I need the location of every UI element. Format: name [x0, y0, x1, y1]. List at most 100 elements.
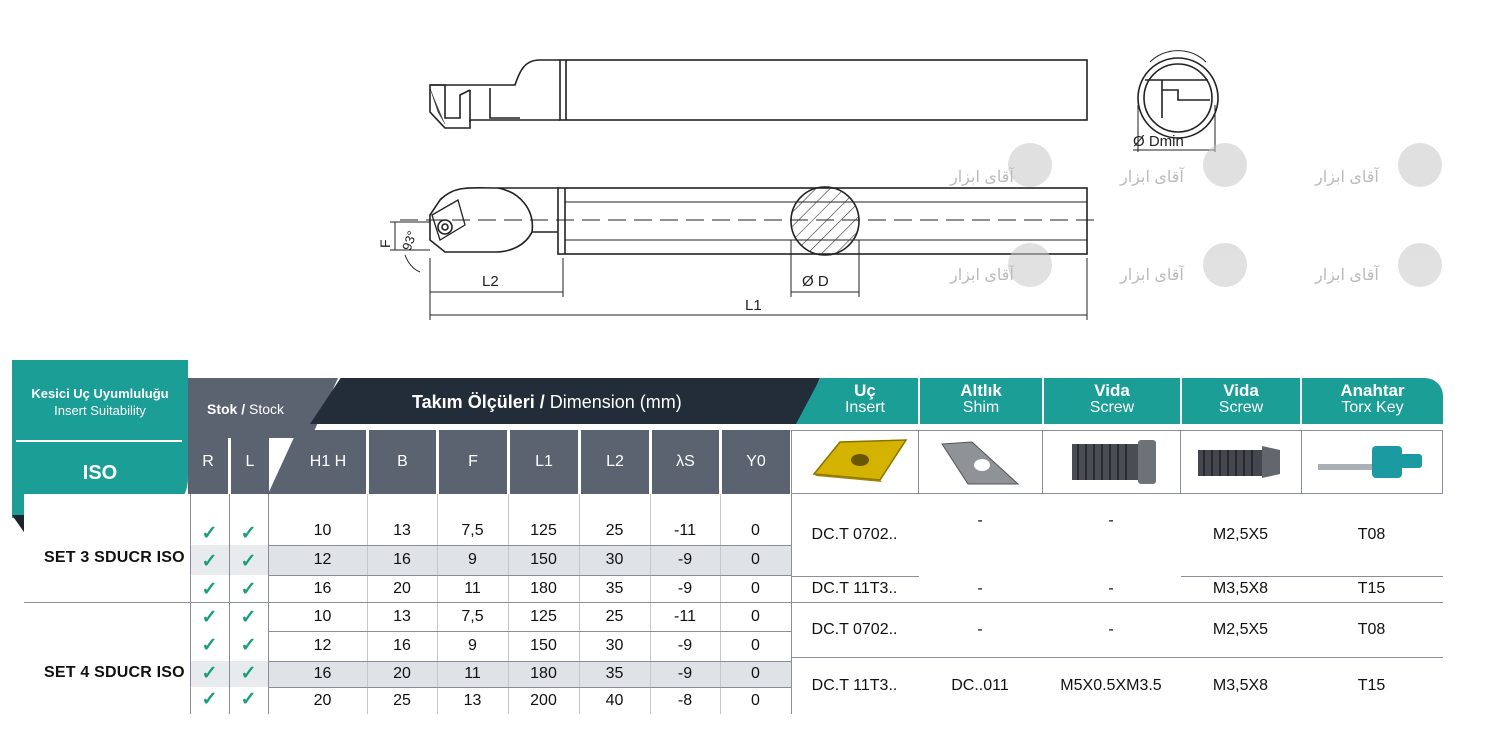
shim-cell: -: [977, 620, 983, 638]
watermark-text: آقای ابزار: [949, 264, 1015, 284]
dimension-cell: 20: [313, 691, 332, 709]
shim-cell: DC..011: [951, 676, 1009, 694]
set-3-label: SET 3 SDUCR ISO: [44, 549, 185, 566]
dimension-cell: 16: [313, 665, 332, 682]
insert-image: [812, 439, 908, 482]
dimension-cell: -9: [677, 551, 693, 568]
check-icon: ✓: [201, 662, 218, 684]
dimension-cell: 7,5: [461, 607, 484, 625]
cross-section: [790, 186, 860, 256]
dimension-cell: 0: [751, 637, 760, 654]
dmin-label: Ø Dmin: [1133, 133, 1184, 150]
stock-header: [188, 378, 338, 438]
watermark-text: آقای ابزار: [1119, 166, 1185, 186]
dimension-cell: -11: [674, 607, 696, 625]
check-icon: ✓: [201, 634, 218, 656]
col-header-y0: Y0: [722, 430, 790, 494]
insert-cell: DC.T 11T3..: [811, 676, 898, 694]
dimension-cell: 0: [751, 607, 760, 625]
shim-cell: -: [977, 512, 983, 529]
dimension-cell: 180: [530, 665, 557, 682]
dimension-cell: 30: [605, 637, 624, 654]
side-view-bar: [429, 59, 1088, 129]
torx-key-cell: T08: [1357, 526, 1386, 543]
dimension-cell: 40: [605, 691, 624, 709]
dimension-cell: 16: [313, 579, 332, 597]
group-header-screw-2: [1182, 378, 1300, 424]
col-header-f: F: [439, 430, 507, 494]
watermark-text: آقای ابزار: [1119, 264, 1185, 284]
watermark-text: آقای ابزار: [1314, 166, 1380, 186]
dimension-cell: 12: [313, 551, 332, 568]
check-icon: ✓: [240, 550, 257, 572]
dimension-cell: 11: [464, 579, 481, 597]
check-icon: ✓: [240, 634, 257, 656]
check-icon: ✓: [201, 606, 218, 628]
angle-mark: [390, 221, 430, 273]
torx-key-icon: [1318, 446, 1422, 478]
torx-key-cell: T15: [1357, 580, 1386, 597]
dimension-cell: 9: [468, 637, 477, 654]
screw-1-cell: M5X0.5XM3.5: [1060, 676, 1162, 694]
shim-image: [941, 441, 1020, 485]
col-header-l1: L1: [510, 430, 578, 494]
dimension-cell: 12: [313, 637, 332, 654]
check-icon: ✓: [201, 578, 218, 600]
dimension-cell: 150: [530, 551, 557, 568]
torx-key-cell: T08: [1357, 620, 1386, 638]
dimension-cell: 35: [605, 665, 624, 682]
l1-label: L1: [745, 297, 762, 314]
screw-2-cell: M2,5X5: [1212, 620, 1269, 638]
dimension-cell: 0: [751, 579, 760, 597]
dimension-cell: 0: [751, 691, 760, 709]
iso-label: ISO: [82, 462, 118, 484]
check-icon: ✓: [240, 522, 257, 544]
dimension-cell: 20: [393, 665, 411, 682]
dimension-cell: -9: [677, 665, 693, 682]
watermark: [1008, 143, 1442, 287]
dimension-cell: 180: [530, 579, 557, 597]
stock-title: Stok / Stock: [207, 401, 285, 417]
insert-cell: DC.T 0702..: [811, 526, 898, 543]
set-4-label: SET 4 SDUCR ISO: [44, 664, 185, 681]
col-header-r: R: [188, 430, 228, 494]
screw-image: [1198, 446, 1280, 478]
screw-image: [1072, 440, 1156, 484]
dimension-header: [310, 378, 820, 424]
dimension-cell: 125: [530, 607, 557, 625]
dimension-cell: 0: [751, 665, 760, 682]
dimension-cell: 20: [393, 579, 411, 597]
technical-drawing: Ø Dmin F 93° L2 L1 Ø D آقا: [377, 50, 1442, 320]
insert-cell: DC.T 0702..: [811, 620, 898, 638]
col-header-l2: L2: [581, 430, 649, 494]
dimension-cell: 13: [393, 521, 411, 539]
screw-1-cell: -: [1108, 620, 1114, 638]
dimension-cell: -9: [677, 637, 693, 654]
dimension-cell: 0: [751, 551, 760, 568]
check-icon: ✓: [240, 606, 257, 628]
check-icon: ✓: [201, 688, 218, 710]
screw-2-cell: M2,5X5: [1212, 526, 1269, 543]
dimension-cell: -11: [674, 521, 696, 539]
dimension-title: Takım Ölçüleri / Dimension (mm): [412, 392, 682, 412]
watermark-text: آقای ابزار: [949, 166, 1015, 186]
check-icon: ✓: [201, 550, 218, 572]
screw-2-cell: M3,5X8: [1212, 676, 1269, 694]
insert-suitability-panel: [12, 360, 188, 518]
dimension-cell: 150: [530, 637, 557, 654]
dimension-cell: -8: [677, 691, 693, 709]
l2-label: L2: [482, 273, 499, 290]
end-view: [1133, 50, 1219, 152]
dimension-cell: 0: [751, 521, 760, 539]
dimension-cell: 13: [393, 607, 411, 625]
f-label: F: [377, 239, 393, 248]
dimension-cell: 16: [393, 637, 411, 654]
check-icon: ✓: [240, 578, 257, 600]
insert-cell: DC.T 11T3..: [811, 580, 898, 597]
dimension-cell: 25: [605, 521, 624, 539]
group-header-shim: [920, 378, 1042, 424]
